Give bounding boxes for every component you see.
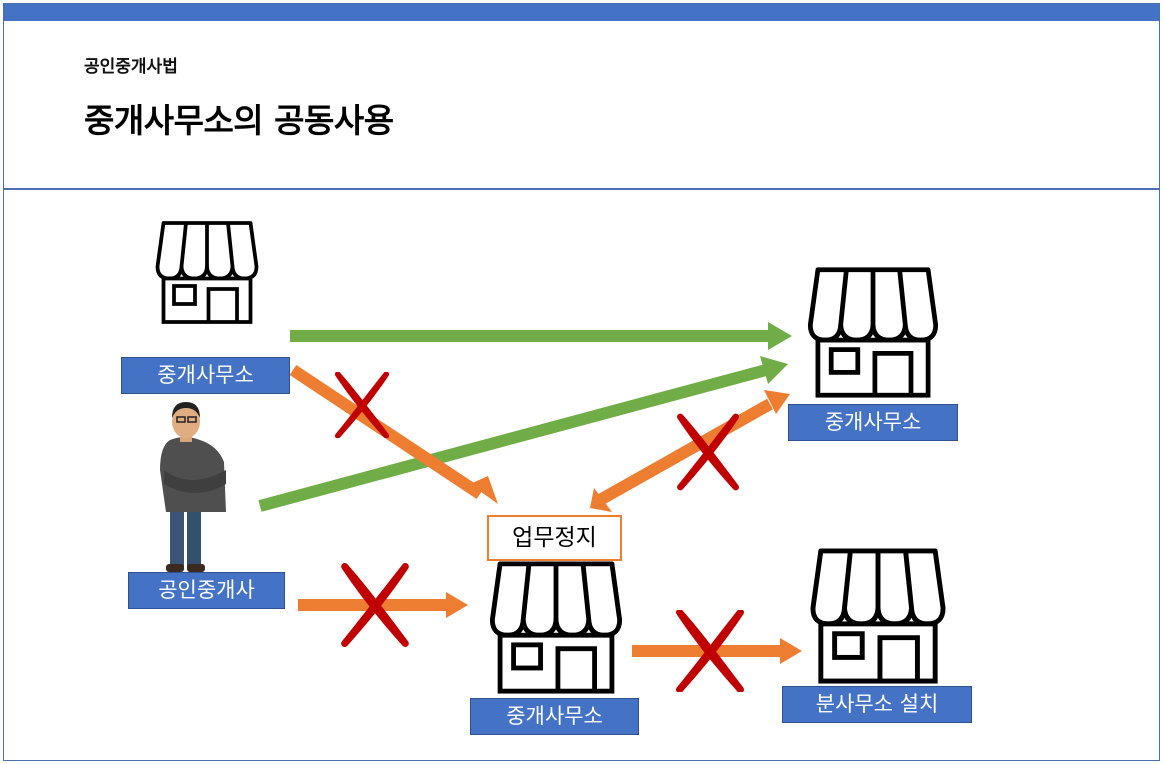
suspension-box: 업무정지: [487, 515, 622, 561]
allowed-arrow: [290, 322, 792, 350]
store-icon: [813, 551, 943, 681]
store-icon: [492, 564, 619, 691]
office-label-top-left: 중개사무소: [121, 357, 290, 394]
slide-subtitle: 공인중개사법: [84, 57, 178, 77]
agent-label: 공인중개사: [128, 572, 285, 609]
prohibited-arrow: [590, 390, 790, 512]
header-divider: [3, 188, 1160, 190]
allowed-arrow: [258, 356, 788, 512]
person-icon: [160, 402, 226, 572]
slide-frame: [3, 3, 1160, 761]
slide-title: 중개사무소의 공동사용: [84, 101, 394, 140]
store-icon: [158, 223, 257, 322]
store-icon: [810, 270, 935, 395]
top-accent-bar: [3, 3, 1160, 21]
branch-office-label: 분사무소 설치: [782, 686, 972, 723]
office-label-top-right: 중개사무소: [788, 404, 958, 441]
office-label-center: 중개사무소: [470, 698, 639, 735]
